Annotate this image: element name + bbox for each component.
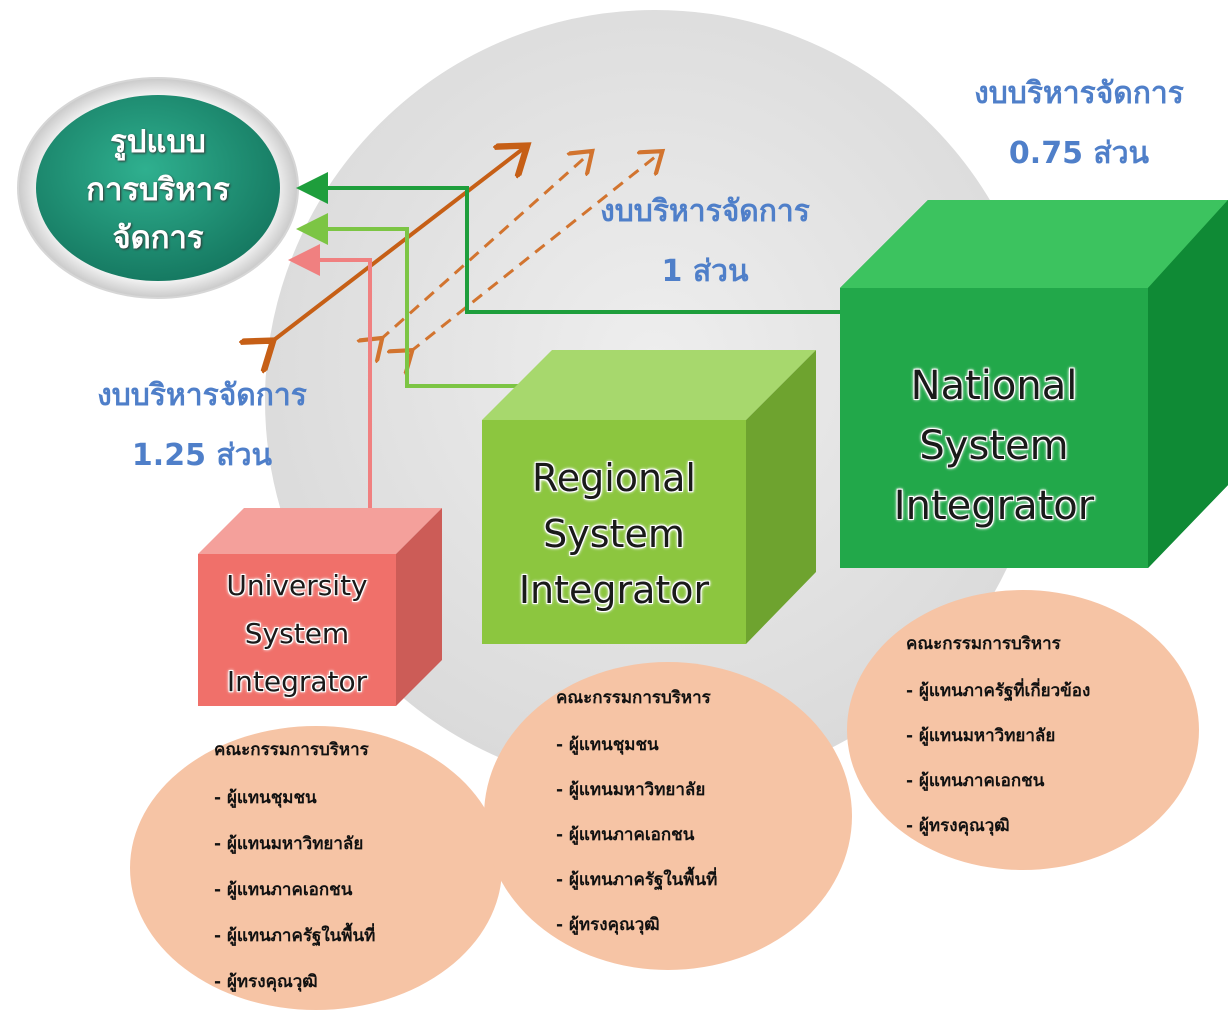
connector-university [288,244,372,512]
committee-item: - ผู้แทนภาครัฐที่เกี่ยวข้อง [906,681,1091,701]
regional-line-1: Regional [532,456,696,500]
budget-regional: งบบริหารจัดการ 1 ส่วน [560,182,850,302]
committee-item: - ผู้ทรงคุณวุฒิ [556,915,660,935]
university-line-2: System [244,617,350,650]
connector-national [296,172,840,314]
budget-national: งบบริหารจัดการ 0.75 ส่วน [930,64,1228,184]
committee-title: คณะกรรมการบริหาร [906,634,1061,654]
budget-national-title: งบบริหารจัดการ [974,76,1184,111]
regional-line-3: Integrator [518,568,710,612]
management-line-2: การบริหาร [86,172,230,208]
university-cube-label: University System Integrator [198,562,396,706]
connector-regional [296,213,530,388]
budget-national-amount: 0.75 ส่วน [1008,136,1150,171]
committee-title: คณะกรรมการบริหาร [556,688,711,708]
university-line-1: University [226,569,368,602]
management-line-1: รูปแบบ [110,124,206,160]
committee-blob-regional [484,662,852,970]
committee-item: - ผู้ทรงคุณวุฒิ [214,972,318,992]
national-cube-label: National System Integrator [840,356,1148,536]
regional-cube [482,350,816,644]
budget-regional-title: งบบริหารจัดการ [600,194,810,229]
management-oval [36,95,280,281]
national-line-3: Integrator [893,483,1095,529]
budget-university: งบบริหารจัดการ 1.25 ส่วน [52,366,352,486]
committee-item: - ผู้แทนภาครัฐในพื้นที่ [556,870,718,890]
committee-item: - ผู้แทนมหาวิทยาลัย [214,834,364,854]
regional-line-2: System [543,512,685,556]
committee-item: - ผู้แทนมหาวิทยาลัย [556,780,706,800]
committee-blob-university [130,726,502,1010]
committee-item: - ผู้แทนชุมชน [214,788,317,808]
committee-item: - ผู้แทนภาคเอกชน [906,771,1045,791]
committee-item: - ผู้แทนภาคเอกชน [214,880,353,900]
budget-university-title: งบบริหารจัดการ [97,378,307,413]
orange-arrow-dashed-2 [410,153,660,352]
committee-university: คณะกรรมการบริหาร - ผู้แทนชุมชน - ผู้แทนม… [214,736,484,1005]
budget-university-amount: 1.25 ส่วน [131,438,273,473]
committee-title: คณะกรรมการบริหาร [214,740,369,760]
national-line-1: National [910,363,1078,409]
committee-item: - ผู้แทนมหาวิทยาลัย [906,726,1056,746]
university-line-3: Integrator [226,665,368,698]
budget-regional-amount: 1 ส่วน [661,254,749,289]
committee-regional: คณะกรรมการบริหาร - ผู้แทนชุมชน - ผู้แทนม… [556,684,846,948]
national-cube [840,200,1228,568]
university-cube [198,508,442,706]
management-line-3: จัดการ [112,220,204,256]
committee-item: - ผู้ทรงคุณวุฒิ [906,816,1010,836]
national-line-2: System [919,423,1069,469]
regional-cube-label: Regional System Integrator [482,450,746,618]
committee-item: - ผู้แทนภาครัฐในพื้นที่ [214,926,376,946]
committee-blob-national [847,590,1199,870]
committee-item: - ผู้แทนชุมชน [556,735,659,755]
committee-national: คณะกรรมการบริหาร - ผู้แทนภาครัฐที่เกี่ยว… [906,630,1206,849]
management-label: รูปแบบ การบริหาร จัดการ [58,118,258,262]
committee-item: - ผู้แทนภาคเอกชน [556,825,695,845]
